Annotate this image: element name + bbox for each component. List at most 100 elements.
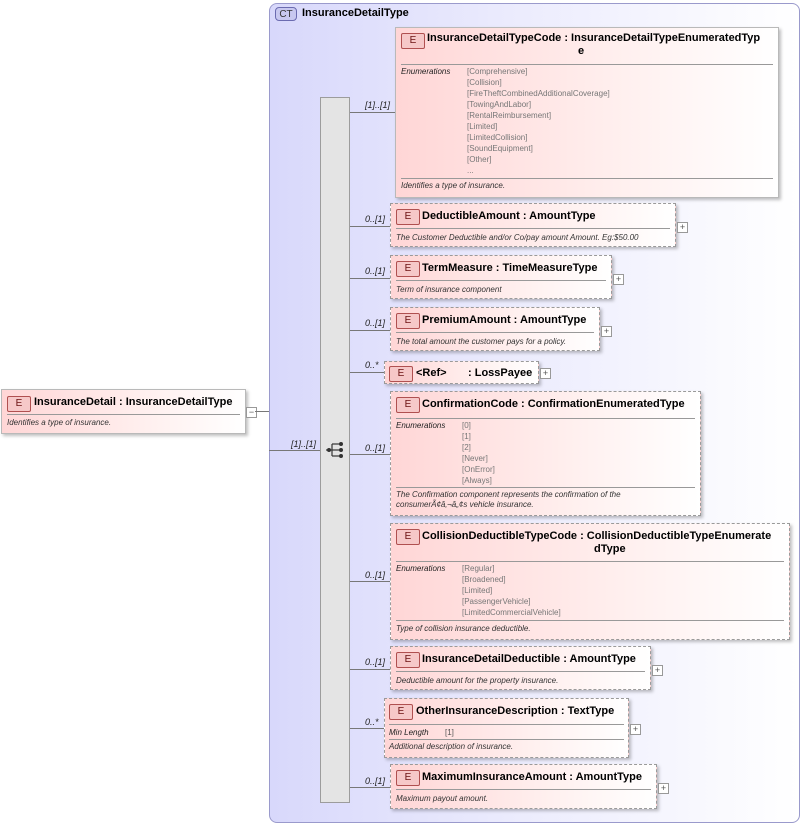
enumerations-label: Enumerations bbox=[396, 564, 446, 573]
element-cardinality: 0..[1] bbox=[365, 443, 386, 453]
enumeration-value: [Never] bbox=[462, 454, 488, 463]
divider bbox=[396, 561, 784, 562]
divider bbox=[7, 414, 240, 415]
element-badge: E bbox=[389, 704, 413, 720]
element-badge: E bbox=[396, 313, 420, 329]
enumeration-list: [Regular] [Broadened] [Limited] [Passeng… bbox=[462, 563, 561, 618]
element-description: Maximum payout amount. bbox=[396, 794, 489, 803]
element-badge: E bbox=[396, 261, 420, 277]
expand-toggle[interactable]: + bbox=[613, 274, 624, 285]
root-element-title: InsuranceDetail : InsuranceDetailType bbox=[34, 396, 233, 408]
enumeration-value: [FireTheftCombinedAdditionalCoverage] bbox=[467, 89, 610, 98]
expand-toggle[interactable]: + bbox=[658, 783, 669, 794]
collapse-toggle[interactable]: − bbox=[246, 407, 257, 418]
enumeration-value: ... bbox=[467, 166, 474, 175]
divider bbox=[396, 487, 695, 488]
expand-toggle[interactable]: + bbox=[630, 724, 641, 735]
element-box-premiumamount[interactable]: E PremiumAmount : AmountType The total a… bbox=[390, 307, 600, 351]
element-cardinality: 0..[1] bbox=[365, 657, 386, 667]
divider bbox=[396, 620, 784, 621]
connector bbox=[350, 787, 390, 788]
element-box-collisiondeductibletypecode[interactable]: E CollisionDeductibleTypeCode : Collisio… bbox=[390, 523, 790, 640]
element-badge: E bbox=[7, 396, 31, 412]
element-description: Deductible amount for the property insur… bbox=[396, 676, 559, 685]
element-title-continued: dType bbox=[594, 543, 626, 555]
element-title: TermMeasure : TimeMeasureType bbox=[422, 262, 598, 274]
min-length-value: [1] bbox=[445, 728, 454, 737]
connector bbox=[350, 669, 390, 670]
enumeration-value: [Broadened] bbox=[462, 575, 506, 584]
element-box-deductibleamount[interactable]: E DeductibleAmount : AmountType The Cust… bbox=[390, 203, 676, 247]
connector bbox=[350, 581, 390, 582]
element-cardinality: 0..[1] bbox=[365, 570, 386, 580]
min-length-label: Min Length bbox=[389, 728, 429, 737]
enumerations-label: Enumerations bbox=[396, 421, 446, 430]
element-cardinality: [1]..[1] bbox=[365, 100, 391, 110]
element-cardinality: 0..[1] bbox=[365, 266, 386, 276]
element-title: OtherInsuranceDescription : TextType bbox=[416, 705, 615, 717]
enumeration-value: [OnError] bbox=[462, 465, 495, 474]
divider bbox=[396, 789, 651, 790]
enumeration-value: [Other] bbox=[467, 155, 492, 164]
enumeration-value: [Collision] bbox=[467, 78, 502, 87]
complex-type-title: InsuranceDetailType bbox=[302, 7, 409, 19]
divider bbox=[396, 280, 606, 281]
element-badge: E bbox=[389, 366, 413, 382]
element-box-maximuminsuranceamount[interactable]: E MaximumInsuranceAmount : AmountType Ma… bbox=[390, 764, 657, 809]
enumeration-value: [PassengerVehicle] bbox=[462, 597, 531, 606]
root-element-box[interactable]: E InsuranceDetail : InsuranceDetailType … bbox=[1, 389, 246, 434]
element-description: Additional description of insurance. bbox=[389, 742, 514, 751]
enumeration-value: [SoundEquipment] bbox=[467, 144, 533, 153]
divider bbox=[396, 332, 594, 333]
element-box-insurancedetaildeductible[interactable]: E InsuranceDetailDeductible : AmountType… bbox=[390, 646, 651, 690]
connector bbox=[255, 411, 269, 412]
sequence-cardinality: [1]..[1] bbox=[291, 439, 317, 449]
enumeration-value: [0] bbox=[462, 421, 471, 430]
element-title: : LossPayee bbox=[468, 367, 533, 379]
expand-toggle[interactable]: + bbox=[677, 222, 688, 233]
divider bbox=[401, 178, 773, 179]
element-description-continued: consumerÃ¢â‚¬â„¢s vehicle insurance. bbox=[396, 500, 534, 509]
element-box-insurancedetailtypecode[interactable]: E InsuranceDetailTypeCode : InsuranceDet… bbox=[395, 27, 779, 198]
expand-toggle[interactable]: + bbox=[601, 326, 612, 337]
element-cardinality: 0..* bbox=[365, 717, 379, 727]
element-box-confirmationcode[interactable]: E ConfirmationCode : ConfirmationEnumera… bbox=[390, 391, 701, 516]
enumeration-list: [Comprehensive] [Collision] [FireTheftCo… bbox=[467, 66, 610, 176]
complex-type-badge: CT bbox=[275, 7, 297, 21]
enumerations-label: Enumerations bbox=[401, 67, 451, 76]
element-badge: E bbox=[396, 652, 420, 668]
connector bbox=[350, 330, 390, 331]
element-title: ConfirmationCode : ConfirmationEnumerate… bbox=[422, 398, 685, 410]
enumeration-list: [0] [1] [2] [Never] [OnError] [Always] bbox=[462, 420, 495, 486]
divider bbox=[401, 64, 773, 65]
sequence-icon bbox=[326, 442, 343, 458]
element-description: Identifies a type of insurance. bbox=[401, 181, 506, 190]
root-element-description: Identifies a type of insurance. bbox=[7, 418, 112, 427]
enumeration-value: [Regular] bbox=[462, 564, 495, 573]
element-box-otherinsurancedescription[interactable]: E OtherInsuranceDescription : TextType M… bbox=[384, 698, 629, 758]
element-box-termmeasure[interactable]: E TermMeasure : TimeMeasureType Term of … bbox=[390, 255, 612, 299]
element-box-losspayee-ref[interactable]: E <Ref> : LossPayee bbox=[384, 361, 539, 384]
element-badge: E bbox=[401, 33, 425, 49]
element-description: Term of insurance component bbox=[396, 285, 502, 294]
element-badge: E bbox=[396, 209, 420, 225]
element-cardinality: 0..[1] bbox=[365, 318, 386, 328]
enumeration-value: [Limited] bbox=[467, 122, 498, 131]
element-badge: E bbox=[396, 529, 420, 545]
connector bbox=[350, 112, 395, 113]
expand-toggle[interactable]: + bbox=[652, 665, 663, 676]
element-title-continued: e bbox=[578, 45, 585, 57]
element-title: DeductibleAmount : AmountType bbox=[422, 210, 596, 222]
enumeration-value: [Always] bbox=[462, 476, 492, 485]
expand-toggle[interactable]: + bbox=[540, 368, 551, 379]
element-title: InsuranceDetailDeductible : AmountType bbox=[422, 653, 636, 665]
element-badge: E bbox=[396, 770, 420, 786]
divider bbox=[396, 228, 670, 229]
element-description: The Confirmation component represents th… bbox=[396, 490, 621, 499]
element-title: MaximumInsuranceAmount : AmountType bbox=[422, 771, 643, 783]
divider bbox=[389, 724, 624, 725]
element-cardinality: 0..[1] bbox=[365, 214, 386, 224]
ref-label: <Ref> bbox=[416, 367, 447, 379]
element-title: PremiumAmount : AmountType bbox=[422, 314, 587, 326]
enumeration-value: [RentalReimbursement] bbox=[467, 111, 552, 120]
